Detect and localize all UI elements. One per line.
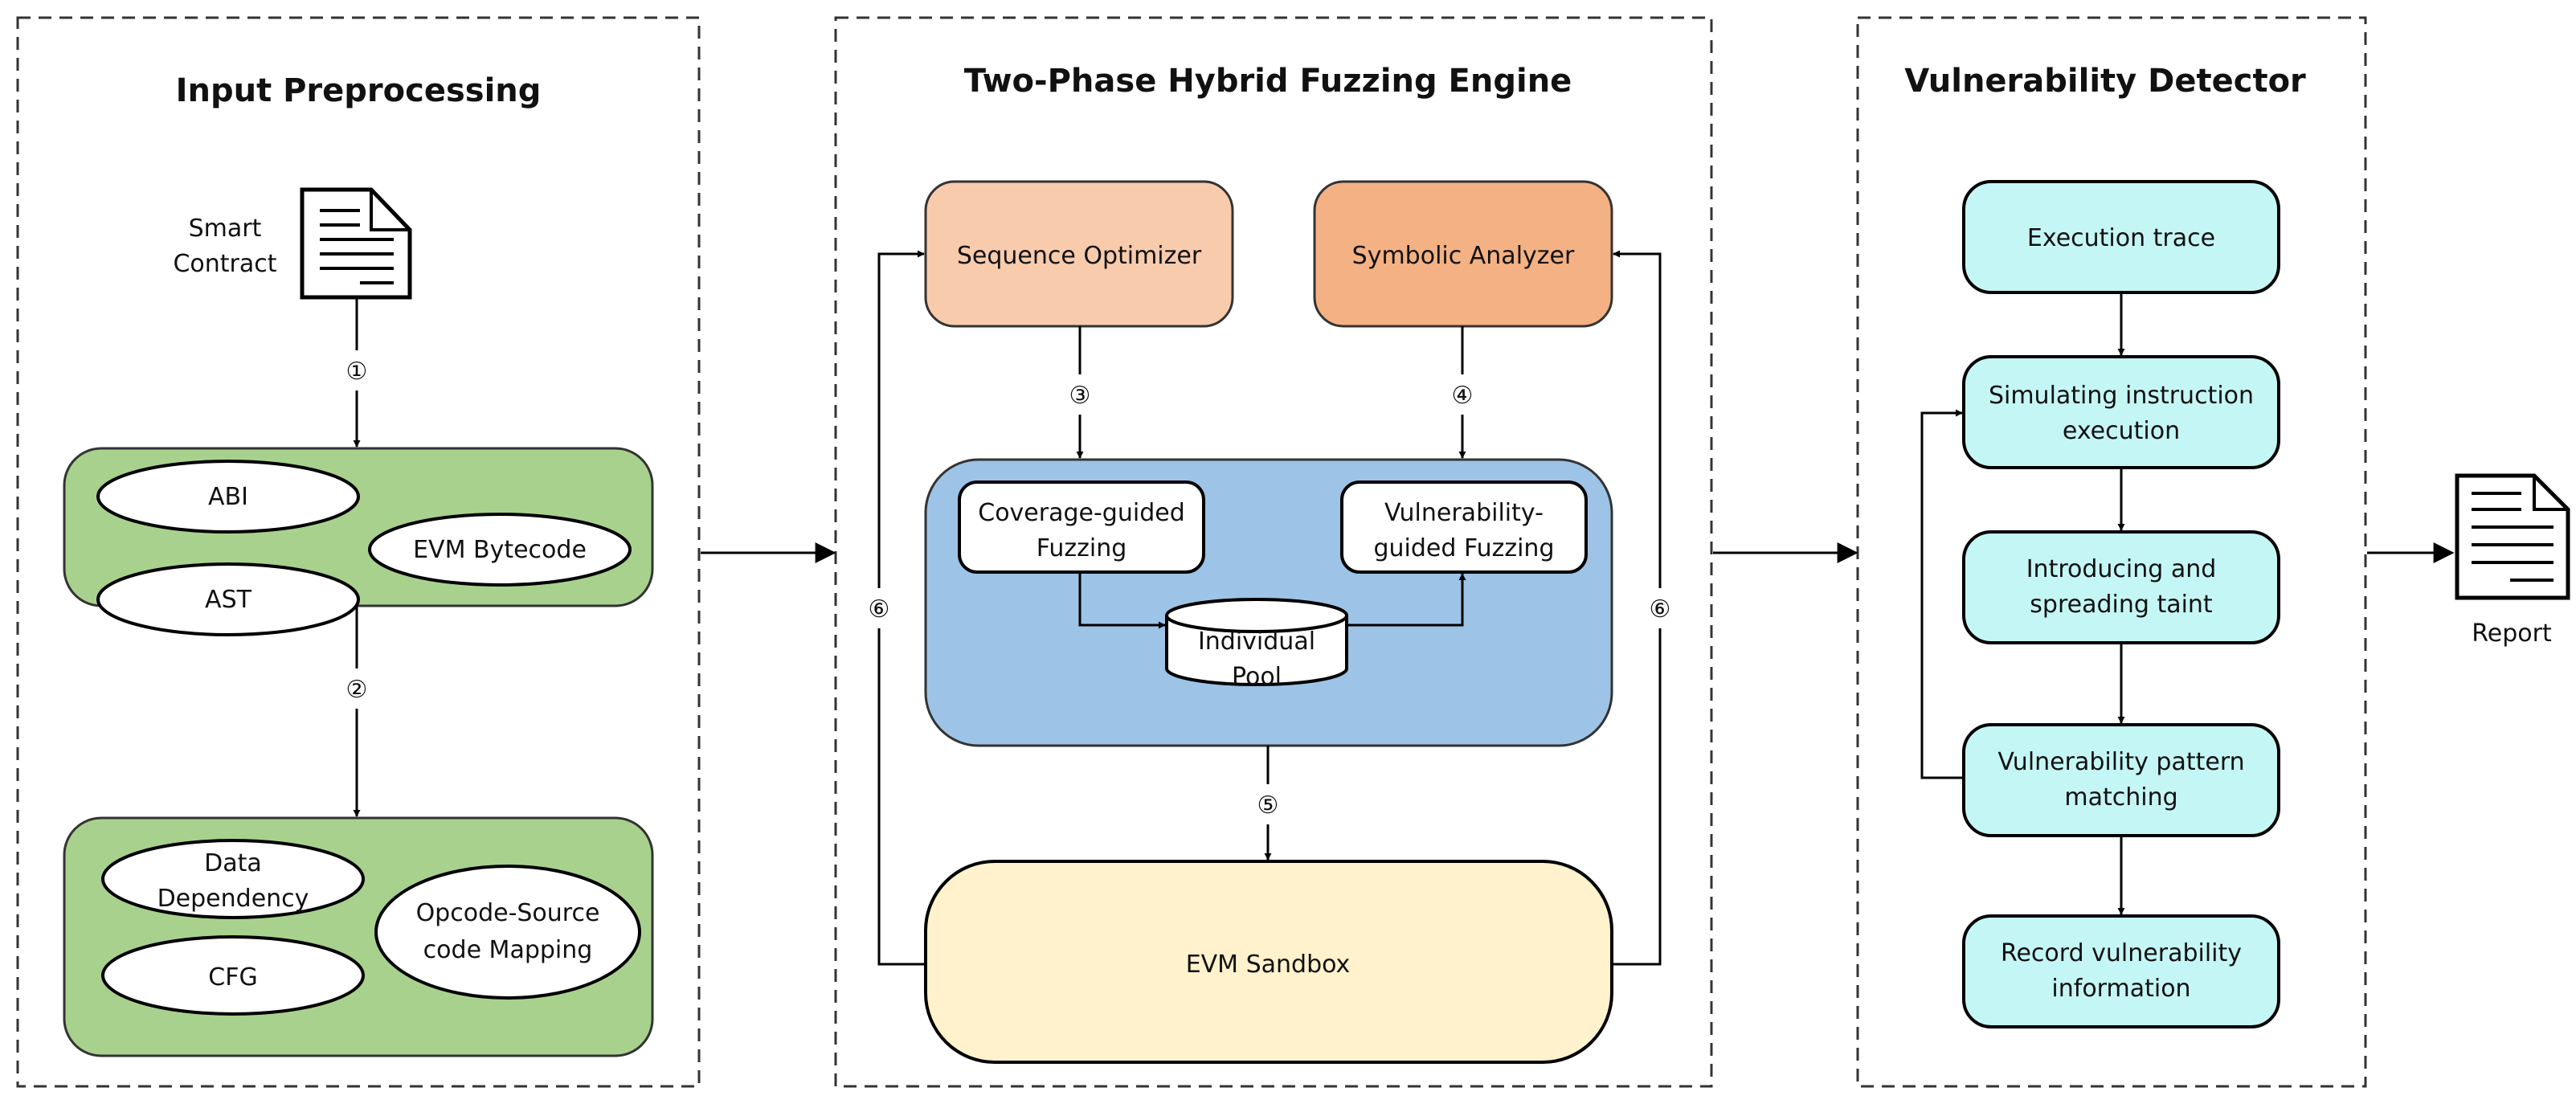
panel-title-input: Input Preprocessing: [176, 72, 542, 109]
individual-pool-label-line-2: Pool: [1232, 663, 1282, 691]
simulating-label-line-2: execution: [2063, 417, 2180, 445]
cfg-ellipse: [101, 935, 365, 1016]
panel-input-preprocessing: [16, 16, 701, 1088]
coverage-fuzzing-label-line-2: Fuzzing: [1037, 534, 1127, 562]
vulnerability-fuzzing-label-line-2: guided Fuzzing: [1374, 534, 1555, 562]
step-1: ①: [346, 358, 368, 386]
data-dependency-label-line-1: Data: [204, 849, 262, 877]
step-2: ②: [346, 676, 368, 704]
vulnerability-fuzzing-box: [1340, 480, 1588, 574]
pattern-label-line-1: Vulnerability pattern: [1997, 748, 2244, 776]
opcode-mapping-label-line-1: Opcode-Source: [416, 899, 600, 927]
ast-label: AST: [205, 586, 252, 614]
pattern-box: [1962, 723, 2280, 837]
document-icon: [300, 187, 412, 300]
record-box: [1962, 914, 2280, 1028]
taint-label-line-2: spreading taint: [2030, 591, 2213, 619]
arrow-pattern-loop-to-simulating: [1920, 409, 1964, 779]
cfg-label: CFG: [208, 963, 257, 992]
sequence-optimizer-label: Sequence Optimizer: [957, 242, 1202, 270]
coverage-fuzzing-box: [958, 480, 1205, 574]
individual-pool-cylinder: [1165, 598, 1348, 686]
pattern-label-line-2: matching: [2064, 783, 2177, 812]
vulnerability-fuzzing-label-line-1: Vulnerability-: [1384, 499, 1544, 527]
opcode-mapping-label-line-2: code Mapping: [423, 936, 593, 964]
arrow-pool-to-vulnerability: [1347, 573, 1466, 627]
panel-title-engine: Two-Phase Hybrid Fuzzing Engine: [964, 63, 1572, 100]
record-label-line-1: Record vulnerability: [2001, 939, 2242, 967]
ast-ellipse: [96, 562, 360, 636]
evm-sandbox-box: [924, 860, 1613, 1064]
evm-bytecode-label: EVM Bytecode: [413, 536, 587, 564]
taint-label-line-1: Introducing and: [2026, 555, 2217, 583]
step-6-left: ⑥: [869, 595, 890, 624]
smart-contract-label-line-1: Smart: [189, 215, 262, 243]
evm-sandbox-label: EVM Sandbox: [1186, 951, 1351, 979]
simulating-label-line-1: Simulating instruction: [1989, 382, 2254, 410]
smart-contract-label-line-2: Contract: [173, 250, 276, 278]
opcode-mapping-ellipse: [374, 865, 641, 1000]
step-4: ④: [1452, 382, 1474, 410]
data-dependency-ellipse: [101, 839, 365, 919]
report-label: Report: [2472, 619, 2552, 648]
record-label-line-2: information: [2051, 975, 2190, 1003]
panel-title-detector: Vulnerability Detector: [1904, 63, 2306, 100]
abi-ellipse: [96, 460, 360, 534]
coverage-fuzzing-label-line-1: Coverage-guided: [978, 499, 1185, 527]
taint-box: [1962, 530, 2280, 644]
report-document-icon: [2455, 473, 2570, 600]
evm-bytecode-ellipse: [368, 513, 632, 587]
execution-trace-label: Execution trace: [2027, 224, 2215, 252]
arrow-coverage-to-pool: [1078, 572, 1166, 629]
step-3: ③: [1069, 382, 1091, 410]
data-dependency-label-line-2: Dependency: [157, 885, 309, 913]
step-6-right: ⑥: [1650, 595, 1671, 624]
simulating-box: [1962, 355, 2280, 469]
step-5: ⑤: [1257, 791, 1279, 820]
individual-pool-label-line-1: Individual: [1198, 628, 1315, 656]
symbolic-analyzer-label: Symbolic Analyzer: [1352, 242, 1575, 270]
abi-label: ABI: [208, 483, 248, 511]
